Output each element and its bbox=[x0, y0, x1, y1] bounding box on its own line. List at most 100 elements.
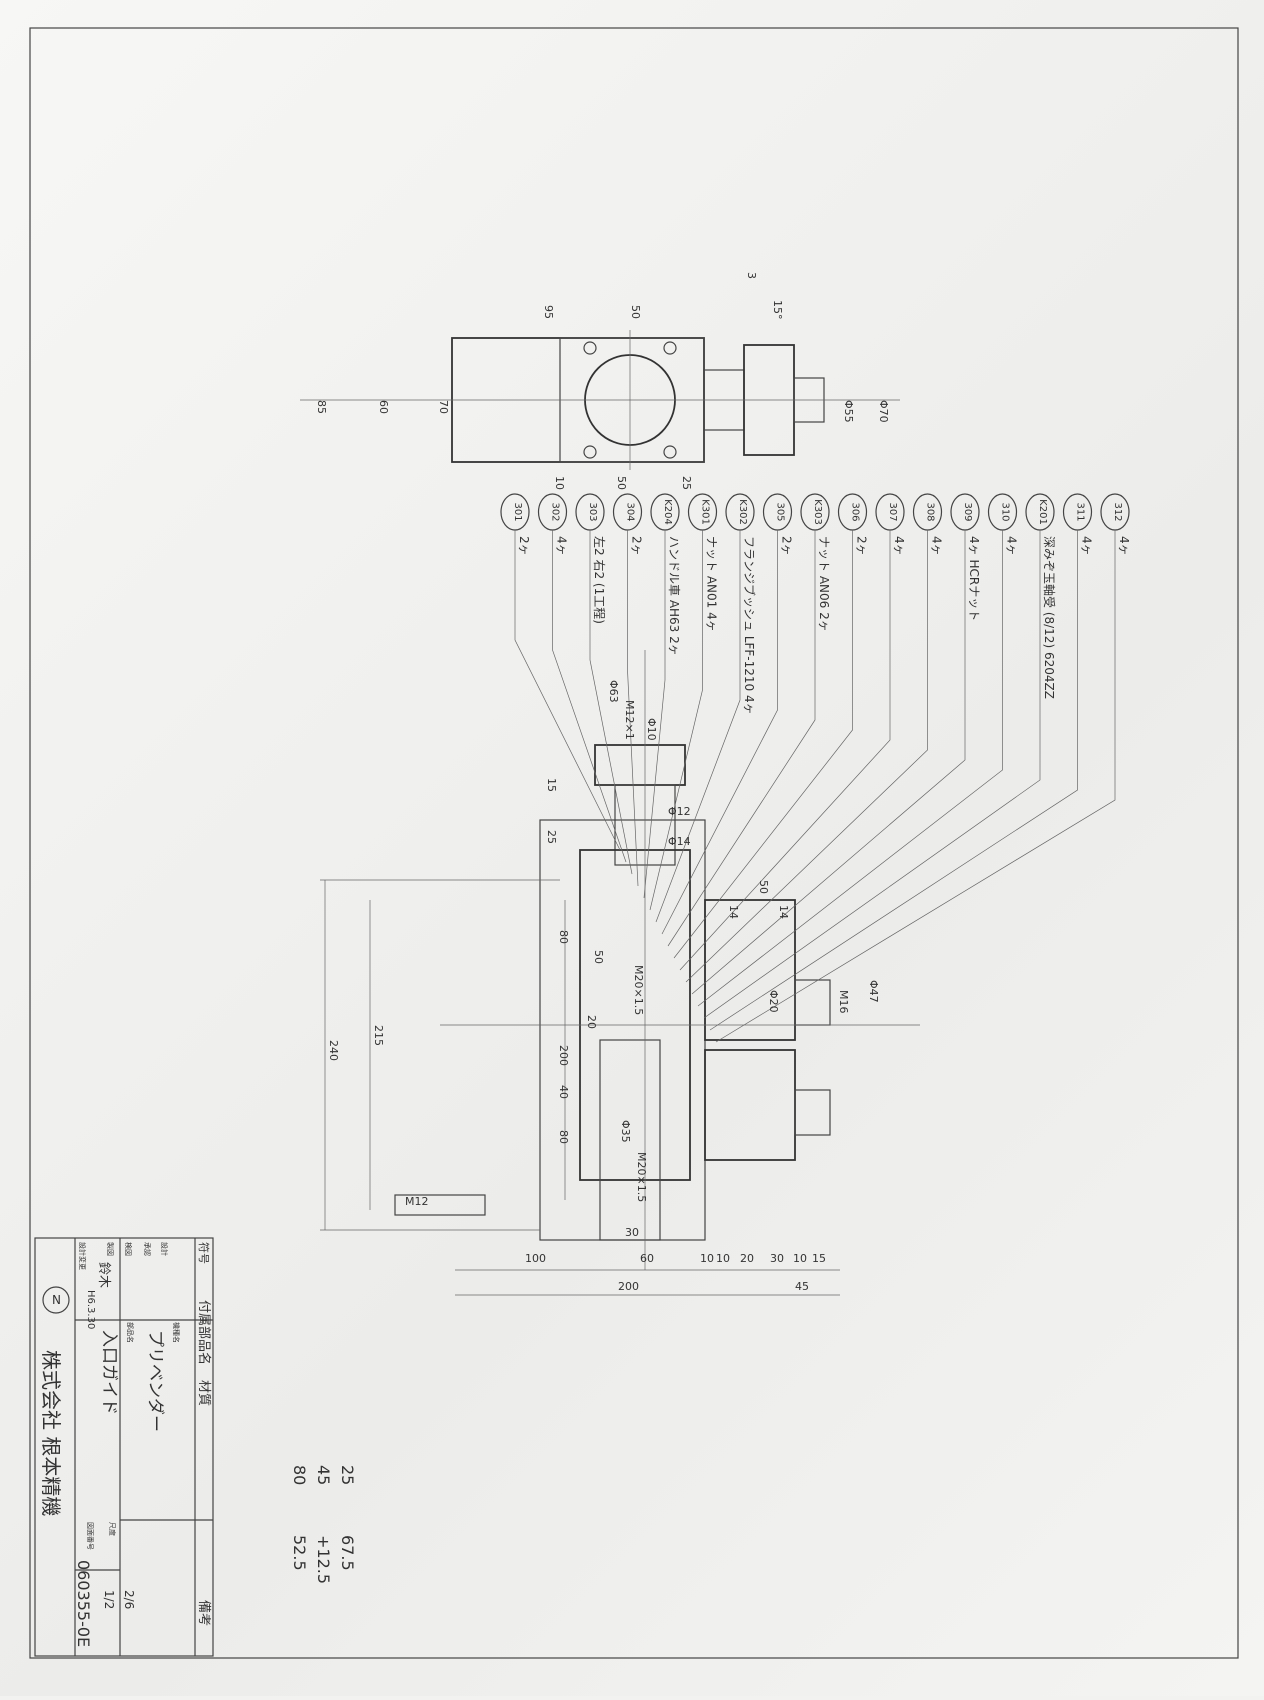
dimension-label: 200 bbox=[618, 1280, 639, 1293]
balloon-note: ナット AN06 2ヶ bbox=[817, 536, 831, 632]
dimension-label: 240 bbox=[327, 1040, 340, 1061]
balloon-number: 308 bbox=[925, 502, 936, 521]
balloon-note: 4ヶ bbox=[1005, 536, 1019, 556]
dimension-label: 30 bbox=[625, 1226, 639, 1239]
dimension-label: 50 bbox=[615, 476, 628, 490]
title-block-part-name: 入口ガイド bbox=[99, 1330, 119, 1415]
leader-line bbox=[697, 530, 1003, 1007]
dimension-label: 30 bbox=[770, 1252, 784, 1265]
title-block-scale: 1/2 bbox=[102, 1590, 116, 1609]
handwritten-note: 25 bbox=[338, 1465, 357, 1485]
handwritten-note: 67.5 bbox=[338, 1535, 357, 1571]
dimension-label: 14 bbox=[777, 905, 790, 919]
dimension-label: 15 bbox=[812, 1252, 826, 1265]
balloon-number: K301 bbox=[700, 499, 711, 525]
drawing-border bbox=[29, 27, 1239, 1659]
dimension-label: 50 bbox=[592, 950, 605, 964]
dimension-label: M16 bbox=[837, 990, 850, 1014]
title-block-drawn-by: 鈴木 bbox=[96, 1262, 111, 1288]
dimension-label: 10 bbox=[716, 1252, 730, 1265]
dimension-label: 20 bbox=[585, 1015, 598, 1029]
leader-line bbox=[627, 530, 639, 887]
guide-roller-2 bbox=[704, 1049, 796, 1161]
leader-line bbox=[703, 530, 1041, 1019]
balloon-note: ナット AN01 4ヶ bbox=[705, 536, 719, 632]
handwritten-note: 80 bbox=[290, 1465, 309, 1485]
balloon-310: 310 4ヶ bbox=[697, 493, 1019, 1007]
title-block-design-label: 設計 bbox=[160, 1242, 169, 1256]
balloon-307: 307 4ヶ bbox=[679, 493, 906, 971]
title-block-date: H6.3.30 bbox=[85, 1290, 96, 1329]
balloon-note: 4ヶ bbox=[892, 536, 906, 556]
balloon-number: 307 bbox=[887, 502, 898, 521]
dimension-label: Φ14 bbox=[668, 835, 691, 848]
balloon-note: ハンドル車 AH63 2ヶ bbox=[667, 536, 681, 656]
company-logo: N bbox=[42, 1286, 70, 1314]
balloon-number: 302 bbox=[550, 502, 561, 521]
dimension-label: 10 bbox=[793, 1252, 807, 1265]
leader-line bbox=[661, 530, 778, 935]
dimension-label: M12×1 bbox=[623, 700, 636, 740]
dimension-label: 95 bbox=[542, 305, 555, 319]
title-block-change-label: 設計変更 bbox=[78, 1242, 87, 1270]
balloon-number: 306 bbox=[850, 502, 861, 521]
balloon-305: 305 2ヶ bbox=[661, 493, 794, 935]
leader-line bbox=[709, 530, 1078, 1031]
leader-line bbox=[691, 530, 966, 995]
balloon-number: 305 bbox=[775, 502, 786, 521]
handwritten-note: 52.5 bbox=[290, 1535, 309, 1571]
dimension-label: 50 bbox=[757, 880, 770, 894]
leader-line bbox=[655, 530, 741, 923]
title-block-col-symbol: 符号 bbox=[197, 1242, 210, 1264]
balloon-number: K204 bbox=[662, 499, 673, 525]
balloon-note: 4ヶ bbox=[1080, 536, 1094, 556]
dimension-label: 80 bbox=[557, 1130, 570, 1144]
balloon-number: 310 bbox=[1000, 502, 1011, 521]
balloon-note: 2ヶ bbox=[780, 536, 794, 556]
title-block-check-label: 検図 bbox=[124, 1242, 133, 1256]
leader-line bbox=[552, 530, 627, 863]
leader-line bbox=[679, 530, 891, 971]
drawing-geometry bbox=[300, 330, 920, 1296]
title-block-machine-label: 機種名 bbox=[172, 1322, 181, 1343]
dimension-label: 60 bbox=[377, 400, 390, 414]
dimension-label: 25 bbox=[680, 476, 693, 490]
title-block bbox=[34, 1237, 214, 1657]
title-block-approve-label: 承認 bbox=[143, 1242, 152, 1256]
title-block-scale-label: 尺度 bbox=[108, 1522, 117, 1536]
dimension-label: 70 bbox=[437, 400, 450, 414]
balloon-306: 306 2ヶ bbox=[673, 493, 869, 959]
dimension-label: 85 bbox=[315, 400, 328, 414]
title-block-drawing-no: 060355-0E bbox=[74, 1560, 93, 1647]
title-block-machine-name: プリベンダー bbox=[145, 1330, 165, 1432]
dimension-label: 80 bbox=[557, 930, 570, 944]
dimension-label: 45 bbox=[795, 1280, 809, 1293]
balloon-number: 303 bbox=[587, 502, 598, 521]
dimension-label: 50 bbox=[629, 305, 642, 319]
handwheel bbox=[594, 744, 686, 786]
balloon-note: 2ヶ bbox=[630, 536, 644, 556]
dimension-label: Φ63 bbox=[607, 680, 620, 703]
balloon-K301: K301 ナット AN01 4ヶ bbox=[649, 493, 719, 911]
dimension-label: M20×1.5 bbox=[635, 1152, 648, 1202]
handwritten-note: 45 bbox=[314, 1465, 333, 1485]
balloon-K204: K204 ハンドル車 AH63 2ヶ bbox=[643, 493, 681, 899]
leader-line bbox=[643, 530, 666, 899]
balloon-number: 309 bbox=[962, 502, 973, 521]
balloon-number: K201 bbox=[1037, 499, 1048, 525]
dimension-label: 10 bbox=[700, 1252, 714, 1265]
title-block-company: 株式会社 根本精機 bbox=[39, 1350, 63, 1516]
leader-line bbox=[589, 530, 633, 875]
title-block-sheet: 2/6 bbox=[122, 1590, 136, 1609]
balloon-note: 4ヶ HCRナット bbox=[967, 536, 981, 621]
